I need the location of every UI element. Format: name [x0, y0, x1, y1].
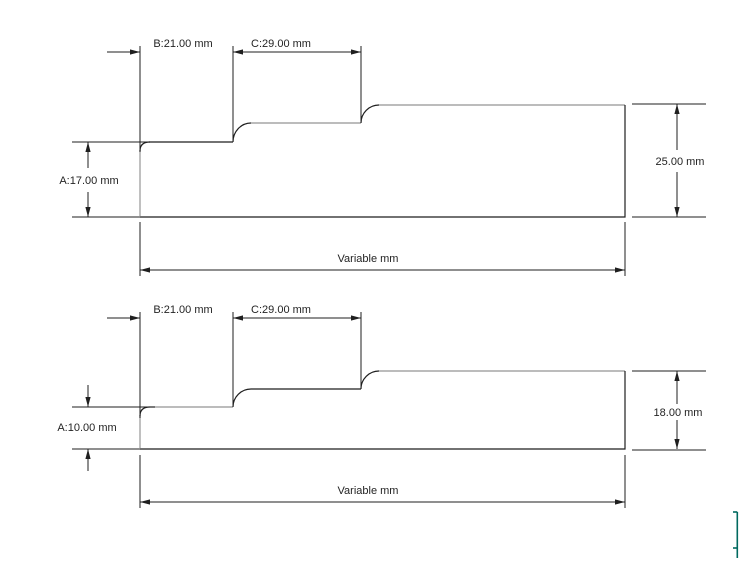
bottom-profile-step1-fillet [232, 388, 252, 408]
top-profile-left-fillet [139, 141, 151, 152]
top-profile-step1-fillet [232, 122, 252, 143]
top-dim-b-label: B:21.00 mm [153, 38, 212, 50]
bottom-profile-drawing: B:21.00 mm C:29.00 mm A:10.00 mm 18.00 m… [57, 304, 706, 508]
top-profile-drawing: B:21.00 mm C:29.00 mm A:17.00 mm 25.00 m… [59, 38, 706, 276]
bottom-dim-a-arrow-up [85, 449, 91, 459]
bottom-dim-a-arrow-down [85, 397, 91, 407]
top-dim-h-arrow-down [674, 207, 680, 217]
scrollbar-bracket[interactable] [733, 511, 739, 558]
bottom-dim-len-arrow-left [140, 499, 150, 505]
bottom-dim-b-arrow [130, 315, 140, 321]
bottom-profile-right-bottom-edge [140, 371, 626, 450]
top-dim-a-arrow-up [85, 142, 91, 152]
top-profile-right-bottom-edge [140, 105, 626, 218]
bottom-profile-left-fillet [139, 406, 151, 417]
bottom-dim-b-label: B:21.00 mm [153, 304, 212, 316]
bottom-dim-h-arrow-up [674, 371, 680, 381]
bottom-dim-len-label: Variable mm [338, 485, 399, 497]
bottom-dim-c-arrow-right [351, 315, 361, 321]
bottom-dim-h-label: 18.00 mm [654, 407, 703, 419]
bottom-dim-c-label: C:29.00 mm [251, 304, 311, 316]
top-dim-len-arrow-left [140, 267, 150, 273]
top-dim-c-arrow-left [233, 49, 243, 55]
bottom-dim-len-arrow-right [615, 499, 625, 505]
top-dim-h-label: 25.00 mm [656, 156, 705, 168]
bottom-profile-step2-fillet [360, 370, 380, 390]
top-dim-c-label: C:29.00 mm [251, 38, 311, 50]
top-dim-len-arrow-right [615, 267, 625, 273]
top-dim-a-arrow-down [85, 207, 91, 217]
bottom-dim-h-arrow-down [674, 439, 680, 449]
bottom-dim-c-arrow-left [233, 315, 243, 321]
top-dim-c-arrow-right [351, 49, 361, 55]
top-profile-step2-fillet [360, 104, 380, 124]
top-dim-b-arrow [130, 49, 140, 55]
top-dim-h-arrow-up [674, 104, 680, 114]
bottom-dim-a-label: A:10.00 mm [57, 422, 116, 434]
top-dim-a-label: A:17.00 mm [59, 175, 118, 187]
top-dim-len-label: Variable mm [338, 253, 399, 265]
